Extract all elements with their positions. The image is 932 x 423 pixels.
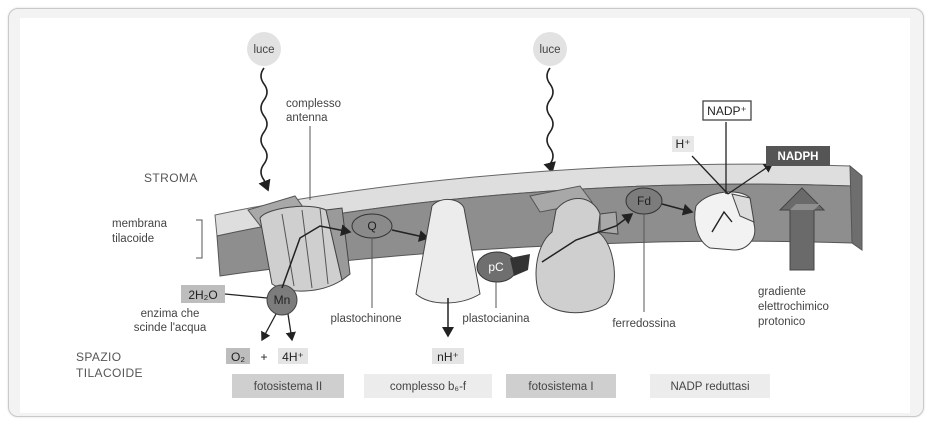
ferredoxin-fd: Fd xyxy=(626,188,662,214)
4h-box: 4H⁺ xyxy=(278,348,308,364)
enzyme-label-line2: scinde l'acqua xyxy=(134,322,207,334)
nadph-label: NADPH xyxy=(778,151,819,163)
legend-fotosistema-ii: fotosistema II xyxy=(232,374,344,398)
diagram-panel: luce luce Mn Q pC xyxy=(20,18,910,413)
o2-label: O₂ xyxy=(231,350,245,364)
legend-label: fotosistema I xyxy=(528,381,593,393)
legend-nadp-reduttasi: NADP reduttasi xyxy=(650,374,770,398)
h-plus-box: H⁺ xyxy=(672,136,694,152)
spazio-label-line1: SPAZIO xyxy=(76,350,122,364)
mn-to-h-arrow xyxy=(288,314,292,340)
gradient-label-line3: protonico xyxy=(758,316,805,328)
ferredossina-label: ferredossina xyxy=(612,318,676,330)
plastochinone-label: plastochinone xyxy=(331,313,402,325)
mn-to-o2-arrow xyxy=(262,314,276,340)
h2o-box: 2H₂O xyxy=(181,285,225,303)
4h-label: 4H⁺ xyxy=(282,350,304,364)
pc-label: pC xyxy=(488,260,504,274)
light-source-left: luce xyxy=(247,32,281,190)
antenna-label-line2: antenna xyxy=(286,112,328,124)
fd-label: Fd xyxy=(637,194,651,208)
gradient-label-line1: gradiente xyxy=(758,286,806,298)
legend-complesso-b6f: complesso b₆-f xyxy=(364,374,492,398)
mn-label: Mn xyxy=(274,293,291,307)
nadph-box: NADPH xyxy=(766,146,830,166)
gradient-label-line2: elettrochimico xyxy=(758,301,829,313)
mn-enzyme: Mn xyxy=(267,285,297,315)
nadp-plus-box: NADP⁺ xyxy=(703,101,751,120)
membrane-label-line2: tilacoide xyxy=(112,233,154,245)
nadp-reductase xyxy=(695,192,755,250)
legend-label: NADP reduttasi xyxy=(670,381,749,393)
plastoquinone-q: Q xyxy=(352,214,392,238)
light-wave-left xyxy=(261,68,268,190)
nadp-plus-label: NADP⁺ xyxy=(707,104,747,118)
enzyme-label-line1: enzima che xyxy=(141,308,200,320)
plastocianina-label: plastocianina xyxy=(462,313,530,325)
light-wave-right xyxy=(547,68,553,172)
h2o-label: 2H₂O xyxy=(188,288,217,302)
light-source-right: luce xyxy=(533,32,567,172)
plastocyanin-pc: pC xyxy=(477,252,530,282)
legend-label: fotosistema II xyxy=(254,381,322,393)
membrane-label-line1: membrana xyxy=(112,218,168,230)
spazio-label-line2: TILACOIDE xyxy=(76,366,143,380)
photosynthesis-diagram: luce luce Mn Q pC xyxy=(20,18,910,413)
h2o-to-mn-line xyxy=(225,294,267,298)
nh-label: nH⁺ xyxy=(437,350,459,364)
light-label-right: luce xyxy=(539,44,560,56)
light-label-left: luce xyxy=(253,44,274,56)
h-plus-label: H⁺ xyxy=(676,137,691,151)
legend-fotosistema-i: fotosistema I xyxy=(506,374,616,398)
plus-sign: + xyxy=(260,350,267,364)
legend-label: complesso b₆-f xyxy=(390,381,467,393)
nh-box: nH⁺ xyxy=(432,348,464,364)
o2-box: O₂ xyxy=(226,348,250,364)
antenna-label-line1: complesso xyxy=(286,98,341,110)
q-label: Q xyxy=(367,219,376,233)
membrane-bracket xyxy=(196,220,202,258)
stroma-label: STROMA xyxy=(144,171,198,185)
